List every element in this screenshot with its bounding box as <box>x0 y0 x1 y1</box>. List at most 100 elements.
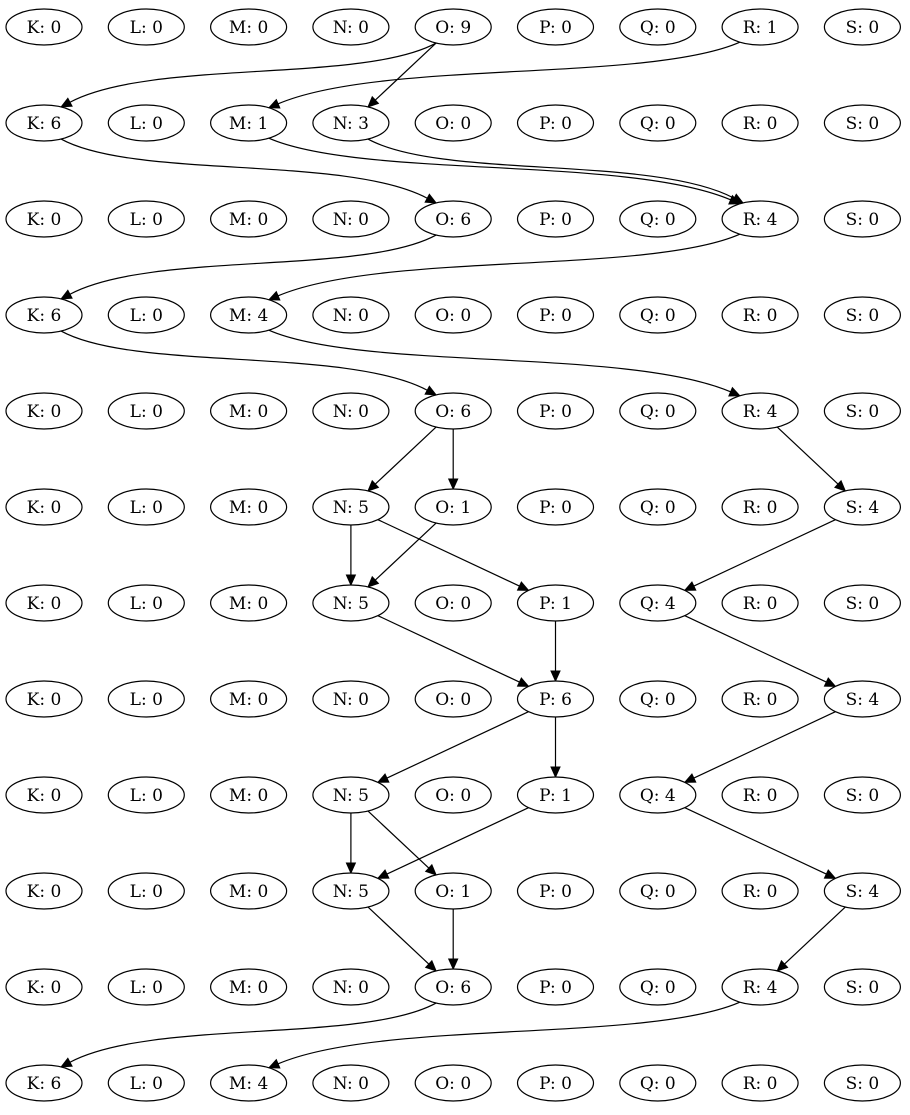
arrowhead <box>823 677 837 687</box>
node-ellipse <box>210 1064 288 1102</box>
node-label: O: 6 <box>435 978 471 998</box>
arrowhead <box>60 97 73 108</box>
node-r9-S: S: 4 <box>823 872 902 910</box>
arrowhead <box>345 862 357 875</box>
node-label: M: 0 <box>229 786 268 806</box>
node-label: M: 4 <box>229 1074 268 1094</box>
node-ellipse <box>414 680 492 718</box>
node-ellipse <box>107 8 185 46</box>
node-ellipse <box>5 680 83 718</box>
node-ellipse <box>414 296 492 334</box>
node-label: K: 0 <box>27 690 62 710</box>
edge-line <box>776 426 839 485</box>
node-label: M: 0 <box>229 498 268 518</box>
node-ellipse <box>414 200 492 238</box>
node-ellipse <box>312 104 390 142</box>
node-r3-M: M: 4 <box>210 296 288 334</box>
node-ellipse <box>414 392 492 430</box>
arrowhead <box>60 1057 73 1068</box>
arrowhead <box>550 670 561 683</box>
node-label: M: 0 <box>229 402 268 422</box>
node-ellipse <box>516 296 595 334</box>
node-r1-N: N: 3 <box>312 104 390 142</box>
node-ellipse <box>312 584 390 622</box>
node-ellipse <box>823 1064 902 1102</box>
node-label: L: 0 <box>130 978 163 998</box>
node-r0-R: R: 1 <box>721 8 799 46</box>
node-label: K: 6 <box>27 306 62 326</box>
node-r10-P: P: 0 <box>516 968 595 1006</box>
node-ellipse <box>210 680 288 718</box>
node-ellipse <box>312 776 390 814</box>
node-r2-O: O: 6 <box>414 200 492 238</box>
node-ellipse <box>516 200 595 238</box>
node-label: Q: 4 <box>640 594 676 614</box>
node-label: O: 1 <box>435 882 471 902</box>
edge-r1M-to-r2R <box>268 137 741 205</box>
node-label: P: 1 <box>539 786 572 806</box>
node-label: N: 0 <box>333 1074 369 1094</box>
node-label: L: 0 <box>130 306 163 326</box>
node-label: R: 4 <box>743 402 778 422</box>
node-r9-M: M: 0 <box>210 872 288 910</box>
node-r11-N: N: 0 <box>312 1064 390 1102</box>
node-label: S: 0 <box>846 594 880 614</box>
edge-r5O-to-r6N <box>367 522 437 588</box>
node-label: L: 0 <box>130 114 163 134</box>
node-r2-M: M: 0 <box>210 200 288 238</box>
node-r7-M: M: 0 <box>210 680 288 718</box>
edge-line <box>386 807 529 875</box>
node-label: Q: 0 <box>640 978 676 998</box>
node-r11-L: L: 0 <box>107 1064 185 1102</box>
node-r8-S: S: 0 <box>823 776 902 814</box>
node-ellipse <box>823 584 902 622</box>
node-r9-N: N: 5 <box>312 872 390 910</box>
node-label: K: 0 <box>27 594 62 614</box>
arrowhead <box>550 766 561 779</box>
node-ellipse <box>619 776 697 814</box>
node-r1-L: L: 0 <box>107 104 185 142</box>
node-label: S: 0 <box>846 18 880 38</box>
node-r7-N: N: 0 <box>312 680 390 718</box>
edge-r0O-to-r1N <box>367 42 437 108</box>
node-label: O: 0 <box>435 786 471 806</box>
node-r10-L: L: 0 <box>107 968 185 1006</box>
node-r2-K: K: 0 <box>5 200 83 238</box>
node-ellipse <box>516 968 595 1006</box>
edge-line <box>684 807 827 875</box>
node-ellipse <box>414 776 492 814</box>
edge-line <box>693 519 836 587</box>
node-r8-P: P: 1 <box>516 776 595 814</box>
node-ellipse <box>414 488 492 526</box>
arrowhead <box>424 863 437 876</box>
node-label: N: 0 <box>333 978 369 998</box>
node-r10-K: K: 0 <box>5 968 83 1006</box>
edge-line <box>684 615 827 683</box>
edge-r1N-to-r2R <box>367 138 745 204</box>
node-r2-N: N: 0 <box>312 200 390 238</box>
node-label: K: 0 <box>27 402 62 422</box>
node-r1-O: O: 0 <box>414 104 492 142</box>
node-label: K: 0 <box>27 18 62 38</box>
node-ellipse <box>619 1064 697 1102</box>
node-label: Q: 0 <box>640 1074 676 1094</box>
node-label: K: 0 <box>27 498 62 518</box>
node-r4-L: L: 0 <box>107 392 185 430</box>
node-label: N: 0 <box>333 402 369 422</box>
node-ellipse <box>210 296 288 334</box>
node-ellipse <box>721 8 799 46</box>
arrowhead <box>823 869 837 879</box>
node-label: S: 0 <box>846 1074 880 1094</box>
node-r1-S: S: 0 <box>823 104 902 142</box>
node-ellipse <box>619 968 697 1006</box>
edge-line <box>60 330 428 391</box>
node-r3-L: L: 0 <box>107 296 185 334</box>
edge-line <box>277 41 741 105</box>
node-ellipse <box>619 104 697 142</box>
node-ellipse <box>619 200 697 238</box>
node-label: K: 0 <box>27 786 62 806</box>
node-ellipse <box>107 392 185 430</box>
node-r7-S: S: 4 <box>823 680 902 718</box>
node-ellipse <box>312 200 390 238</box>
